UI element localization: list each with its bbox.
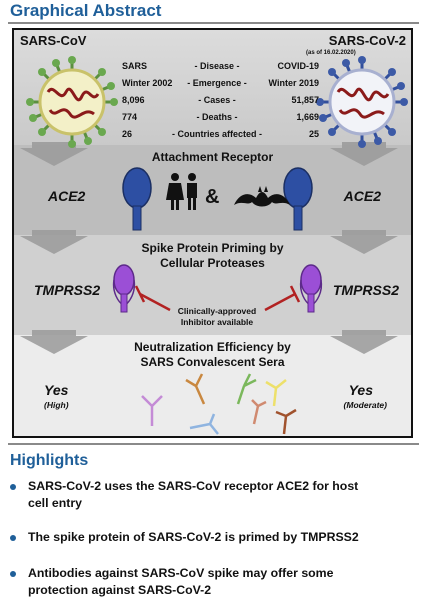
ace2-right-label: ACE2 — [343, 188, 381, 204]
neutralization-left-label: Yes — [44, 382, 69, 398]
tmprss2-right-label: TMPRSS2 — [332, 282, 399, 298]
tmprss2-protease-right-icon — [299, 264, 323, 313]
flow-arrows — [20, 142, 398, 354]
ace2-left-label: ACE2 — [48, 188, 86, 204]
attachment-band — [14, 145, 411, 235]
bat-host-icon — [234, 186, 290, 207]
stat-right: 1,669 — [296, 112, 319, 122]
neutralization-left-sub: (High) — [44, 400, 69, 410]
graphical-abstract-title: Graphical Abstract — [10, 1, 162, 20]
bullet-icon — [10, 535, 16, 541]
neutralization-title-line1: Neutralization Efficiency by — [134, 340, 291, 354]
sars-cov-virus-icon — [26, 56, 118, 148]
highlight-line2: cell entry — [28, 496, 82, 510]
stat-left: Winter 2002 — [122, 78, 173, 88]
ace2-receptor-right-icon — [283, 167, 313, 231]
abstract-illustration — [20, 56, 408, 435]
sars-cov-2-virus-icon — [316, 56, 408, 148]
priming-title-line1: Spike Protein Priming by — [141, 241, 284, 255]
stat-left: 774 — [122, 112, 138, 122]
human-hosts-icon — [166, 173, 197, 210]
tmprss2-left-label: TMPRSS2 — [34, 282, 101, 298]
highlights-title: Highlights — [10, 452, 89, 469]
highlight-line2: protection against SARS-CoV-2 — [28, 583, 212, 597]
highlight-line1: Antibodies against SARS-CoV spike may of… — [28, 566, 334, 580]
stat-right: COVID-19 — [277, 61, 319, 71]
title-divider — [8, 22, 419, 24]
neutralization-title: Neutralization Efficiency by SARS Conval… — [14, 340, 411, 370]
inhibitor-note: Clinically-approved Inhibitor available — [154, 306, 280, 328]
highlight-line1: SARS-CoV-2 uses the SARS-CoV receptor AC… — [28, 479, 359, 493]
sars-cov-2-label: SARS-CoV-2 — [328, 33, 406, 48]
stat-right: 51,857 — [291, 95, 319, 105]
antibodies-icon — [141, 373, 297, 435]
graphical-abstract-figure: SARS-CoV SARS-CoV-2 (as of 16.02.2020) S… — [12, 28, 413, 438]
bullet-icon — [10, 571, 16, 577]
stat-right: 25 — [308, 129, 319, 139]
tmprss2-protease-left-icon — [112, 264, 136, 313]
stat-left: SARS — [122, 61, 148, 71]
neutralization-right-label: Yes — [348, 382, 373, 398]
stat-label: - Deaths - — [196, 112, 238, 122]
attachment-title: Attachment Receptor — [151, 150, 274, 164]
stat-label: - Countries affected - — [171, 129, 262, 139]
stat-left: 8,096 — [122, 95, 145, 105]
highlight-line1: The spike protein of SARS-CoV-2 is prime… — [28, 530, 359, 544]
priming-title-line2: Cellular Proteases — [160, 256, 265, 270]
stat-label: - Cases - — [198, 95, 236, 105]
neutralization-title-line2: SARS Convalescent Sera — [140, 355, 285, 369]
stat-right: Winter 2019 — [268, 78, 319, 88]
inhibitor-lines-icon — [134, 285, 301, 312]
sars-cov-label: SARS-CoV — [20, 33, 87, 48]
stat-left: 26 — [122, 129, 133, 139]
priming-band — [14, 235, 411, 335]
ampersand: & — [205, 186, 220, 208]
as-of-date: (as of 16.02.2020) — [306, 50, 356, 56]
neutralization-right-sub: (Moderate) — [343, 400, 387, 410]
highlights-divider — [8, 443, 419, 445]
stat-label: - Emergence - — [187, 78, 247, 88]
ace2-receptor-left-icon — [122, 167, 152, 231]
inhibitor-line2: Inhibitor available — [180, 317, 254, 327]
priming-title: Spike Protein Priming by Cellular Protea… — [14, 241, 411, 271]
bullet-icon — [10, 484, 16, 490]
inhibitor-line1: Clinically-approved — [177, 306, 257, 316]
stat-label: - Disease - — [194, 61, 240, 71]
